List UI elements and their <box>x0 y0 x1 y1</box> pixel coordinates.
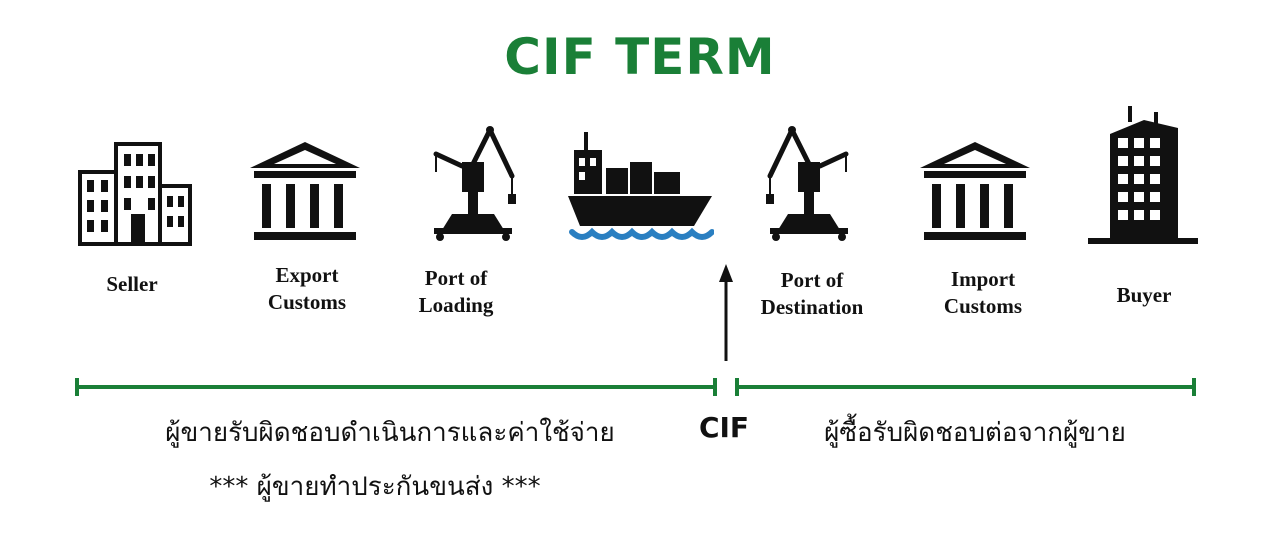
insurance-note: *** ผู้ขายทำประกันขนส่ง *** <box>209 472 541 502</box>
port-crane-icon <box>766 126 849 241</box>
buyer-responsibility-text: ผู้ซื้อรับผิดชอบต่อจากผู้ขาย <box>824 418 1126 448</box>
port-crane-icon <box>433 126 516 241</box>
step-label-port-of-loading: Port of Loading <box>418 266 494 317</box>
diagram-title: CIF TERM <box>504 28 776 86</box>
step-label-import-customs: Import Customs <box>943 267 1023 318</box>
step-label-export-customs: Export Customs <box>267 263 347 314</box>
seller-responsibility-text: ผู้ขายรับผิดชอบดำเนินการและค่าใช้จ่าย <box>165 418 615 448</box>
seller-building-icon <box>78 142 192 246</box>
buyer-tower-icon <box>1088 106 1198 244</box>
export-customs-icon <box>250 142 360 240</box>
buyer-responsibility-bracket <box>735 378 1196 396</box>
cargo-ship-icon <box>568 132 714 240</box>
step-label-port-of-destination: Port of Destination <box>760 268 864 319</box>
seller-responsibility-bracket <box>75 378 717 396</box>
transfer-point-label: CIF <box>698 411 750 444</box>
import-customs-icon <box>920 142 1030 240</box>
step-label-buyer: Buyer <box>1116 283 1172 307</box>
step-label-seller: Seller <box>106 272 158 296</box>
risk-transfer-arrow <box>719 264 733 361</box>
